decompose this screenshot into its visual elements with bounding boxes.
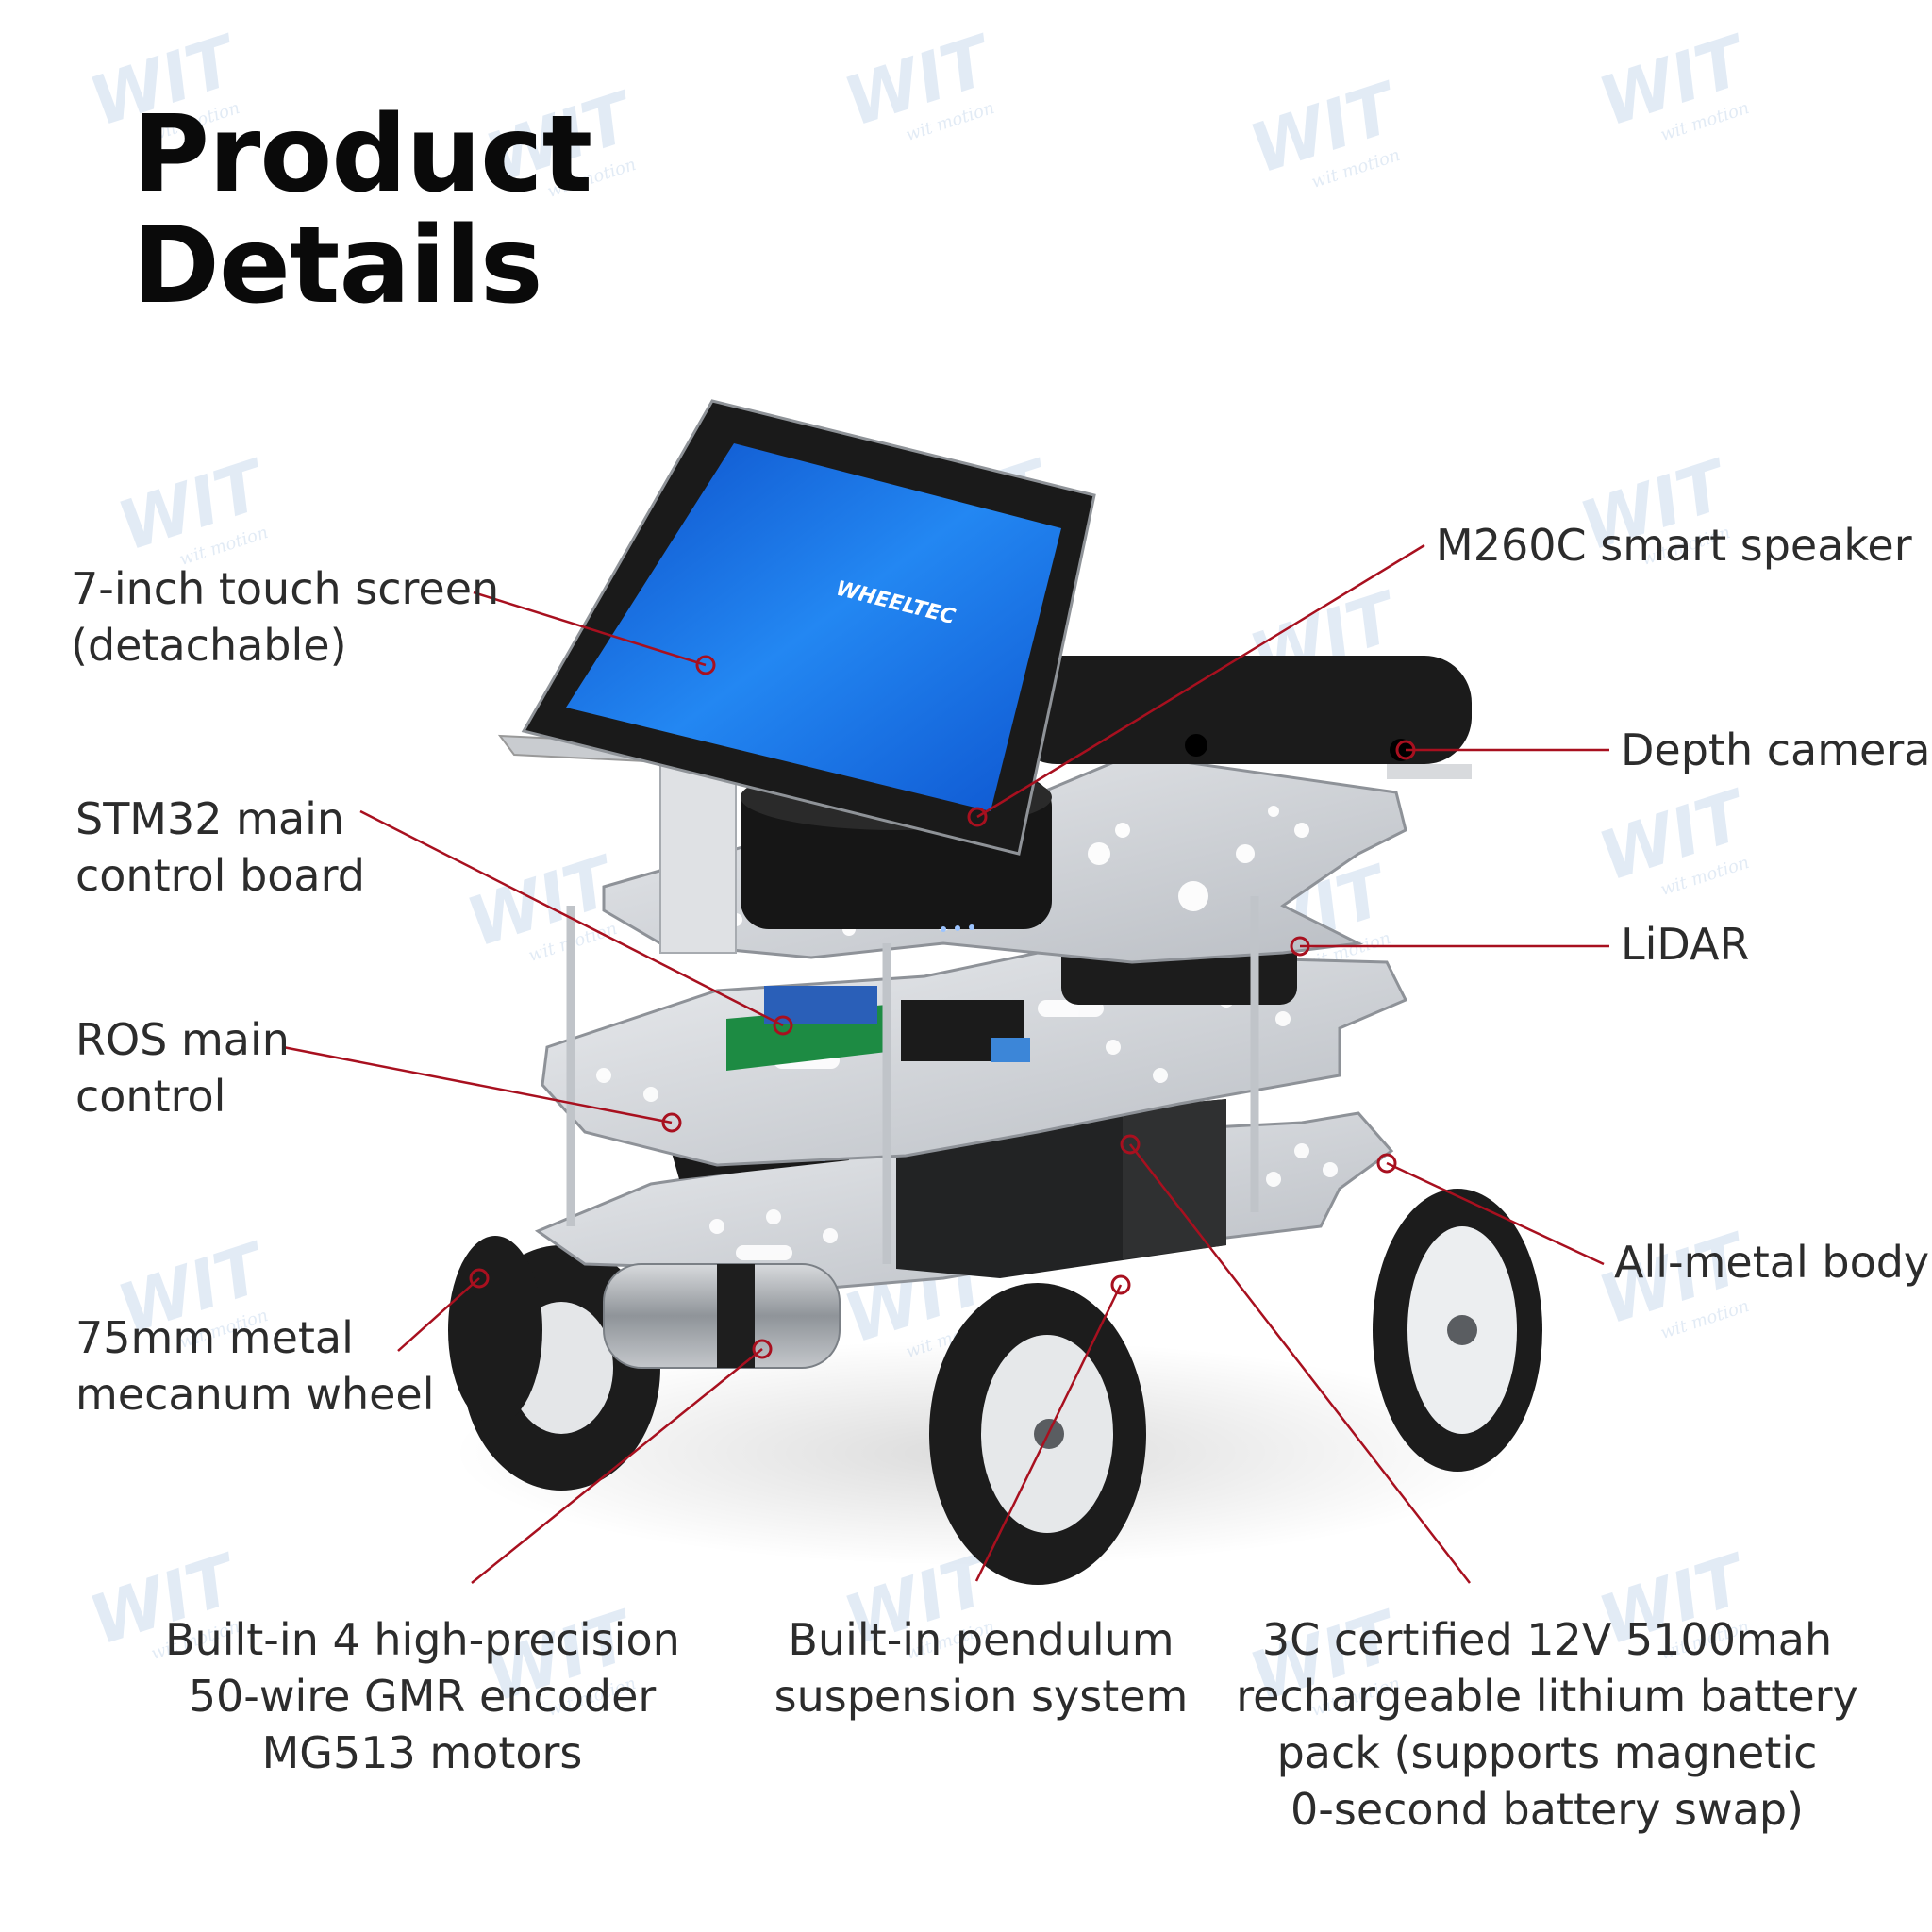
label-line: mecanum wheel (75, 1369, 435, 1420)
label-line: 75mm metal (75, 1312, 354, 1363)
label-line: pack (supports magnetic (1276, 1727, 1818, 1778)
leader-dot-battery (1120, 1134, 1141, 1155)
label-line: All-metal body (1614, 1237, 1930, 1288)
label-line: STM32 main (75, 793, 345, 844)
leader-line-ros (282, 1045, 673, 1124)
leader-dot-stm32 (773, 1015, 793, 1036)
label-line: Built-in 4 high-precision (165, 1614, 680, 1665)
leader-dot-suspension (1110, 1274, 1131, 1295)
mg513-motor (603, 1263, 841, 1369)
label-line: M260C smart speaker (1436, 520, 1912, 571)
leader-dot-depth-camera (1395, 740, 1416, 760)
left-side-wheel (448, 1236, 542, 1424)
leader-dot-speaker (967, 807, 988, 827)
label-line: suspension system (774, 1671, 1189, 1722)
label-lidar: LiDAR (1621, 916, 1749, 973)
label-line: 3C certified 12V 5100mah (1261, 1614, 1833, 1665)
title-line-2: Details (132, 205, 543, 327)
label-ros: ROS main control (75, 1011, 290, 1124)
label-metal-body: All-metal body (1614, 1234, 1929, 1291)
label-touch-screen: 7-inch touch screen (detachable) (71, 560, 499, 674)
depth-camera (1009, 656, 1472, 779)
label-line: Built-in pendulum (788, 1614, 1174, 1665)
label-line: Depth camera (1621, 724, 1931, 775)
leader-line-speaker (976, 543, 1425, 819)
label-line: rechargeable lithium battery (1236, 1671, 1858, 1722)
leader-line-stm32 (359, 809, 784, 1027)
label-line: control board (75, 850, 365, 901)
stm32-board (726, 986, 1030, 1071)
label-line: (detachable) (71, 620, 347, 671)
leader-dot-wheel (469, 1268, 490, 1289)
leader-dot-ros (661, 1112, 682, 1133)
page-title: Product Details (132, 93, 592, 327)
leader-dot-touch-screen (695, 655, 716, 675)
leader-line-battery (1129, 1143, 1471, 1584)
label-suspension: Built-in pendulum suspension system (774, 1611, 1189, 1724)
label-line: MG513 motors (261, 1727, 583, 1778)
label-speaker: M260C smart speaker (1436, 517, 1912, 574)
leader-dot-metal-body (1376, 1153, 1397, 1174)
label-line: 7-inch touch screen (71, 563, 500, 614)
leader-lines (282, 543, 1609, 1584)
leader-line-motors (471, 1348, 763, 1584)
leader-dot-motors (752, 1339, 773, 1359)
label-motors: Built-in 4 high-precision 50-wire GMR en… (165, 1611, 680, 1781)
label-wheel: 75mm metal mecanum wheel (75, 1309, 435, 1423)
label-line: 0-second battery swap) (1291, 1784, 1804, 1835)
label-line: ROS main (75, 1014, 290, 1065)
touch-screen: WHEELTEC (521, 399, 1096, 856)
front-right-rim (1407, 1226, 1517, 1434)
label-line: control (75, 1071, 226, 1122)
label-battery: 3C certified 12V 5100mah rechargeable li… (1236, 1611, 1858, 1838)
label-stm32: STM32 main control board (75, 791, 365, 904)
leader-dot-lidar (1290, 936, 1310, 957)
leader-line-touch-screen (473, 591, 707, 667)
label-line: LiDAR (1621, 919, 1750, 970)
leader-line-suspension (974, 1284, 1123, 1582)
standoffs (566, 896, 1259, 1264)
label-depth-camera: Depth camera (1621, 722, 1930, 778)
bottom-plate-holes (709, 1143, 1338, 1260)
leader-line-metal-body (1386, 1161, 1605, 1266)
front-left-wheel (929, 1283, 1146, 1585)
label-line: 50-wire GMR encoder (188, 1671, 657, 1722)
title-line-1: Product (132, 93, 592, 216)
leader-line-wheel (397, 1277, 480, 1352)
